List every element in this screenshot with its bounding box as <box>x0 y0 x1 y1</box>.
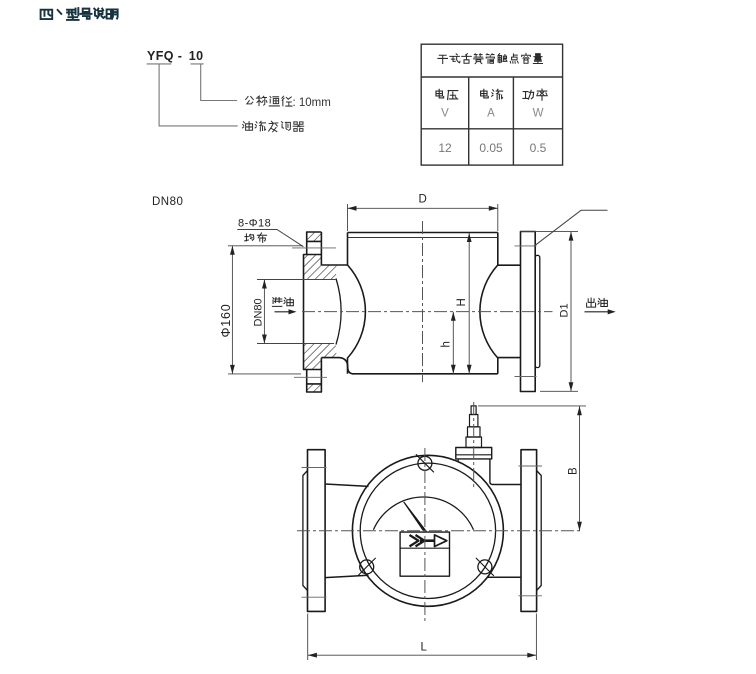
svg-text:D1: D1 <box>559 303 571 317</box>
svg-text:A: A <box>487 108 495 120</box>
svg-text:B: B <box>568 467 580 475</box>
svg-text:12: 12 <box>438 141 452 155</box>
svg-text:H: H <box>456 298 468 306</box>
svg-text:YFQ - 10: YFQ - 10 <box>147 49 203 63</box>
svg-text:h: h <box>441 341 453 347</box>
svg-text:Φ160: Φ160 <box>219 303 233 337</box>
svg-text:8-Φ18: 8-Φ18 <box>238 218 271 230</box>
svg-text:0.05: 0.05 <box>479 141 503 155</box>
svg-text:: 10mm: : 10mm <box>293 97 331 109</box>
svg-text:DN80: DN80 <box>152 196 183 208</box>
svg-text:DN80: DN80 <box>253 298 265 326</box>
svg-text:L: L <box>421 642 428 654</box>
svg-text:W: W <box>533 108 544 120</box>
svg-text:0.5: 0.5 <box>530 141 547 155</box>
svg-text:D: D <box>419 194 427 206</box>
svg-text:V: V <box>441 108 449 120</box>
